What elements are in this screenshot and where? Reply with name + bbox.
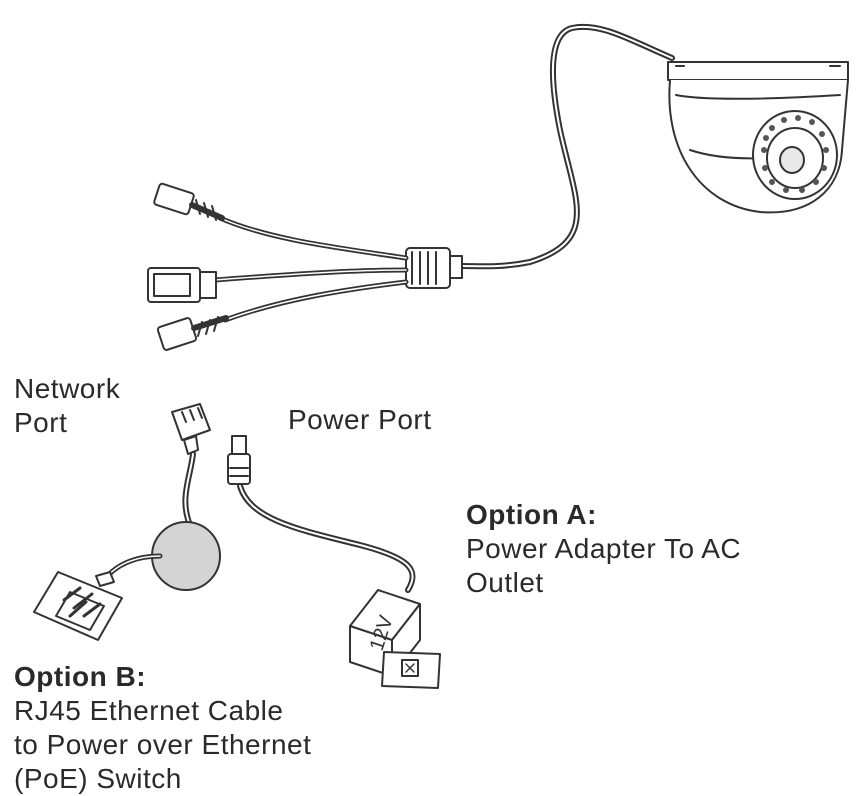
option-b-label: Option B: RJ45 Ethernet Cable to Power o… bbox=[14, 660, 311, 796]
option-a-line-1: Power Adapter To AC bbox=[466, 532, 741, 566]
network-port-line-2: Port bbox=[14, 406, 120, 440]
dc-plug-icon bbox=[228, 436, 250, 484]
poe-switch-icon bbox=[34, 572, 122, 640]
pigtail-lead-bottom bbox=[225, 282, 406, 320]
pigtail-lead-top bbox=[220, 218, 406, 258]
option-b-line-3: (PoE) Switch bbox=[14, 762, 311, 796]
dome-camera-icon bbox=[668, 62, 848, 212]
option-b-line-2: to Power over Ethernet bbox=[14, 728, 311, 762]
power-cable bbox=[240, 486, 413, 590]
dc-plug-icon bbox=[153, 183, 222, 220]
power-port-label: Power Port bbox=[288, 403, 432, 437]
option-b-line-1: RJ45 Ethernet Cable bbox=[14, 694, 311, 728]
network-port-label: Network Port bbox=[14, 372, 120, 440]
dc-plug-icon bbox=[157, 317, 226, 351]
option-a-title: Option A: bbox=[466, 498, 741, 532]
camera-cable bbox=[462, 27, 672, 266]
rj45-socket-icon bbox=[148, 268, 216, 302]
rj45-plug-icon bbox=[172, 404, 210, 454]
wall-outlet-icon bbox=[382, 652, 440, 688]
option-a-line-2: Outlet bbox=[466, 566, 741, 600]
network-port-line-1: Network bbox=[14, 372, 120, 406]
option-b-title: Option B: bbox=[14, 660, 311, 694]
option-a-label: Option A: Power Adapter To AC Outlet bbox=[466, 498, 741, 600]
cable-splitter bbox=[406, 248, 462, 288]
